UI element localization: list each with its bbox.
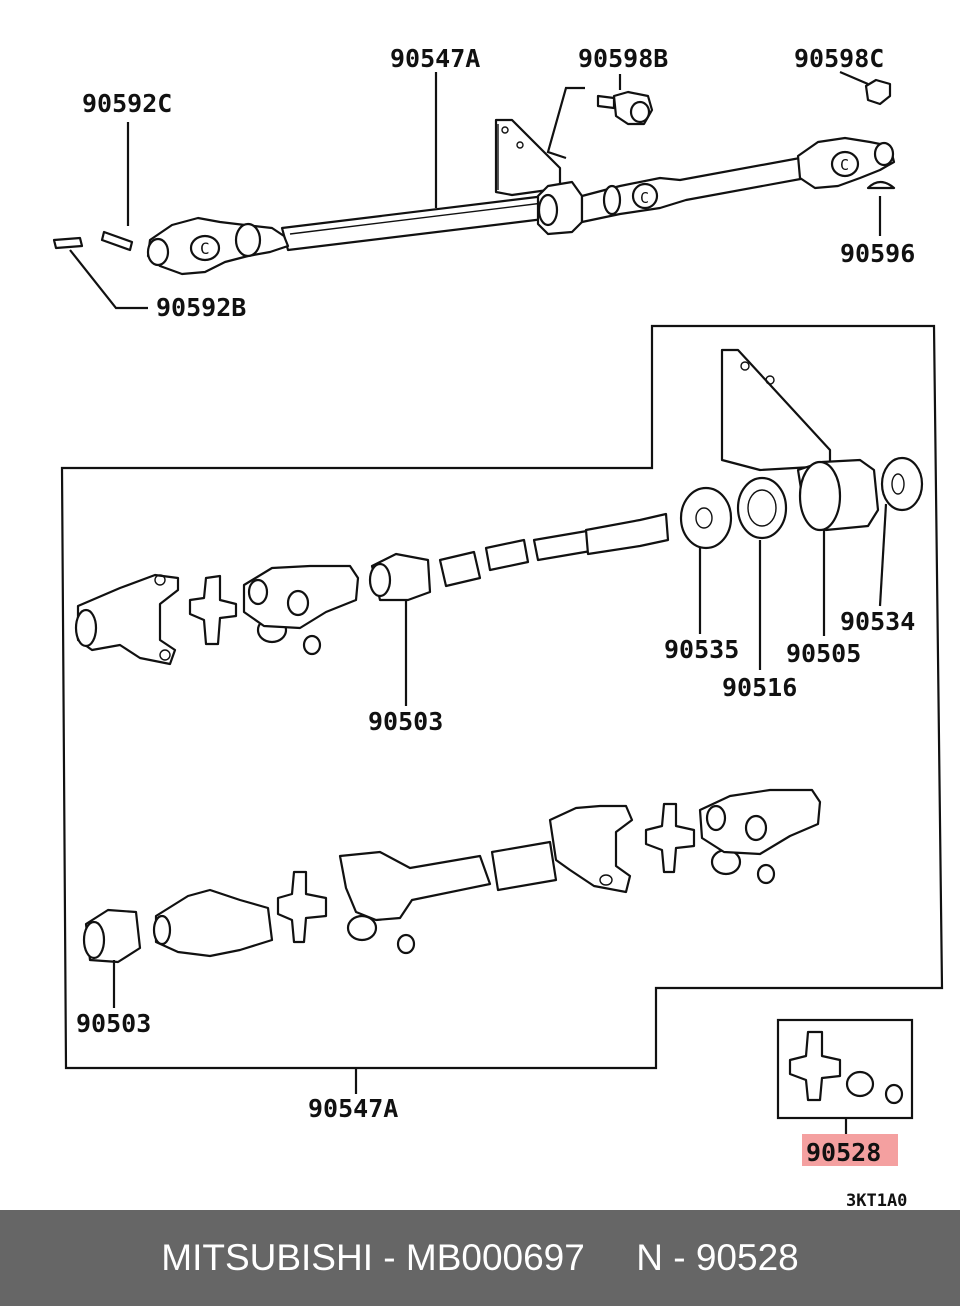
label-90528-highlighted: 90528 xyxy=(806,1138,881,1167)
label-90534: 90534 xyxy=(840,607,915,636)
exploded-view-frame xyxy=(60,324,944,1070)
diagram-code: 3KT1A0 xyxy=(846,1191,907,1210)
label-90592b: 90592B xyxy=(156,293,246,322)
lower-exploded-row xyxy=(82,788,822,1094)
label-90592c: 90592C xyxy=(82,89,172,118)
label-90503-lower: 90503 xyxy=(76,1009,151,1038)
label-90505: 90505 xyxy=(786,639,861,668)
label-90596: 90596 xyxy=(840,239,915,268)
label-90516: 90516 xyxy=(722,673,797,702)
label-90547a-bottom: 90547A xyxy=(308,1094,398,1123)
label-90535: 90535 xyxy=(664,635,739,664)
label-90503-upper: 90503 xyxy=(368,707,443,736)
highlight-box xyxy=(802,1134,898,1166)
footer-text: MITSUBISHI - MB000697 N - 90528 xyxy=(161,1237,799,1278)
label-90598c: 90598C xyxy=(794,44,884,73)
footer-bar: MITSUBISHI - MB000697 N - 90528 xyxy=(0,1210,960,1306)
svg-text:C: C xyxy=(640,189,649,207)
svg-text:C: C xyxy=(840,156,849,174)
top-propeller-shaft-assembly: C C C xyxy=(52,70,896,310)
label-90598b: 90598B xyxy=(578,44,668,73)
label-90547a-top: 90547A xyxy=(390,44,480,73)
parts-diagram: C C C xyxy=(52,44,944,1210)
svg-text:C: C xyxy=(200,239,210,258)
highlighted-part-group xyxy=(776,1018,914,1166)
upper-exploded-row xyxy=(74,348,924,706)
